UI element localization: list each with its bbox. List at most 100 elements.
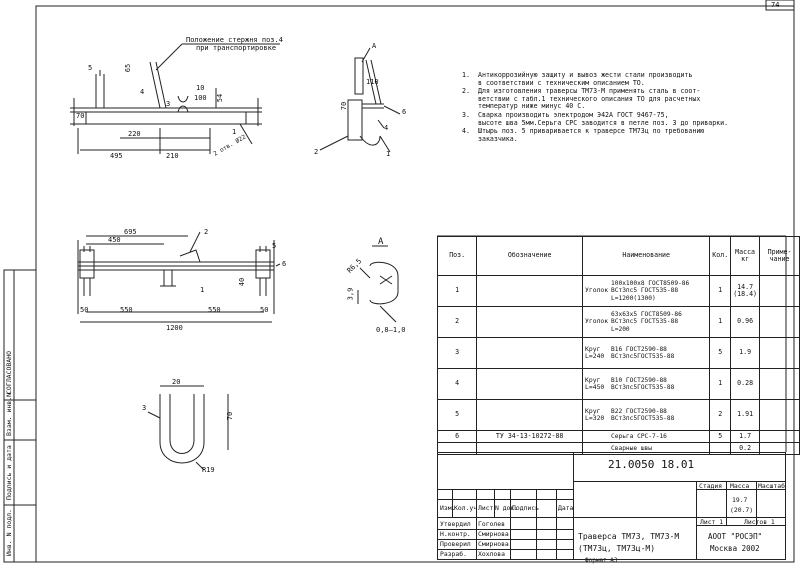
note-text: Штырь поз. 5 приваривается к траверсе ТМ… [478, 127, 705, 143]
view-a-title: A [378, 237, 384, 247]
table-row: 6 ТУ 34-13-10272-88 Серьга СРС-7-16 5 1.… [436, 430, 800, 443]
dim-40: 40 [238, 277, 247, 287]
note-number: 3. [462, 110, 470, 119]
row-qty: 2 [709, 399, 732, 431]
row-name: Серьга СРС-7-16 [582, 430, 711, 443]
role-checked: Проверил [440, 540, 471, 548]
row-name: Круг L=320 В22 ГОСТ2590-88 ВСт3пс5ГОСТ535… [582, 399, 711, 431]
organization: АООТ "РОСЭП" [708, 532, 763, 541]
mass-value: 19.7 [732, 496, 748, 504]
name-norm: Смирнова [478, 530, 509, 538]
row-note [759, 368, 800, 400]
dim-50a: 50 [80, 306, 89, 314]
col-header-date: Дата [558, 504, 574, 512]
note-item: 4. Штырь поз. 5 приваривается к траверсе … [462, 127, 782, 143]
note-number: 4. [462, 127, 470, 136]
header-designation: Обозначение [476, 236, 584, 276]
dim-65: 65 [124, 63, 133, 73]
name-checked: Смирнова [478, 540, 509, 548]
header-name: Наименование [582, 236, 711, 276]
row-spec: 63х63х5 ГОСТ8509-86 ВСт3пс5 ГОСТ535-88 L… [611, 310, 682, 333]
note-item: 1.Антикоррозийную защиту и вывоз жести с… [462, 71, 782, 87]
row-qty: 5 [709, 430, 732, 443]
section-pos2: 2 [314, 148, 319, 156]
table-row: 4 Круг L=450 В10 ГОСТ2590-88 ВСт3пс5ГОСТ5… [436, 368, 800, 400]
dim-495: 495 [110, 152, 123, 160]
format-label: Формат А3 [585, 557, 618, 564]
label-pos5: 5 [88, 64, 93, 72]
row-qty: 1 [709, 368, 732, 400]
row-spec: В22 ГОСТ2590-88 ВСт3пс5ГОСТ535-88 [611, 407, 675, 423]
row-mass: 14.7 (18.4) [730, 275, 761, 307]
specification-table: Поз. Обозначение Наименование Кол. Масса… [436, 236, 800, 455]
row-note [759, 430, 800, 443]
role-approved: Утвердил [440, 520, 471, 528]
header-note: Приме- чание [759, 236, 800, 276]
section-dim-110: 110 [366, 78, 379, 86]
name-developed: Хохлова [478, 550, 505, 558]
position-note-line1: Положение стержня поз.4 [186, 36, 283, 44]
row-pos: 5 [436, 399, 478, 431]
row-name: Круг L=450 В10 ГОСТ2590-88 ВСт3пс5ГОСТ535… [582, 368, 711, 400]
sheets-label: Листов 1 [744, 518, 775, 526]
row-spec: В16 ГОСТ2590-88 ВСт3пс5ГОСТ535-88 [611, 345, 675, 361]
note-text: Сварка производить электродом Э42А ГОСТ … [478, 110, 729, 127]
row-kind: Круг L=450 [585, 375, 605, 391]
dim-550a: 550 [120, 306, 133, 314]
u-dim-r19: R19 [202, 466, 215, 474]
row-designation [476, 337, 584, 369]
page-number: 74 [771, 1, 780, 9]
note-item: 2. Для изготовления траверсы ТМ73-М приме… [462, 87, 782, 111]
col-header-kol: Кол.уч [454, 504, 478, 512]
scale-label: Масштаб [758, 482, 785, 490]
name-approved: Гоголев [478, 520, 505, 528]
dim-54: 54 [216, 93, 225, 103]
row-designation: ТУ 34-13-10272-88 [476, 430, 584, 443]
note-item: 3. Сварка производить электродом Э42А ГОС… [462, 110, 782, 127]
note-text: Антикоррозийную защиту и вывоз жести ста… [478, 71, 693, 87]
row-kind: Круг L=240 [585, 344, 605, 360]
dim-39: 3,9 [346, 287, 355, 301]
position-note-line2: при транспортировке [196, 44, 277, 52]
row-qty: 5 [709, 337, 732, 369]
row-kind: Круг L=320 [585, 406, 605, 422]
drawing-title-line2: (ТМ73ц, ТМ73ц-М) [578, 544, 656, 553]
row-spec: Сварные швы [611, 444, 653, 452]
col-header-izm: Изм. [440, 504, 456, 512]
row-pos: 3 [436, 337, 478, 369]
row-kind: Уголок [585, 317, 609, 326]
u-pos3: 3 [142, 404, 147, 412]
section-label-a: A [372, 42, 377, 50]
row-mass: 1.7 [730, 430, 761, 443]
dim-220: 220 [128, 130, 141, 138]
row-pos: 4 [436, 368, 478, 400]
header-mass: Масса кг [730, 236, 761, 276]
table-row: 5 Круг L=320 В22 ГОСТ2590-88 ВСт3пс5ГОСТ5… [436, 399, 800, 431]
stage-label: Стадия [699, 482, 723, 490]
header-qty: Кол. [709, 236, 732, 276]
row-designation [476, 399, 584, 431]
label-pos10: 10 [196, 84, 205, 92]
row-note [759, 275, 800, 307]
row-mass: 1.91 [730, 399, 761, 431]
note-number: 2. [462, 87, 470, 96]
row-spec: В10 ГОСТ2590-88 ВСт3пс5ГОСТ535-88 [611, 376, 675, 392]
table-row: 3 Круг L=240 В16 ГОСТ2590-88 ВСт3пс5ГОСТ5… [436, 337, 800, 369]
row-qty [709, 442, 732, 455]
dim-450: 450 [108, 236, 121, 244]
row-mass: 0.28 [730, 368, 761, 400]
plan-pos5: 5 [272, 242, 277, 250]
row-spec: 100х100х8 ГОСТ8509-86 ВСт3пс5 ГОСТ535-88… [611, 279, 690, 302]
title-block: 21.0050 18.01 Изм. Кол.уч Лист N док. По… [437, 452, 786, 560]
note-text: Для изготовления траверсы ТМ73-М применя… [478, 87, 701, 111]
col-header-list: Лист [478, 504, 494, 512]
row-pos: 1 [436, 275, 478, 307]
row-note [759, 306, 800, 338]
drawing-title-line1: Траверса ТМ73, ТМ73-М [578, 532, 680, 541]
row-note [759, 337, 800, 369]
section-pos4: 4 [384, 124, 389, 132]
row-note [759, 442, 800, 455]
